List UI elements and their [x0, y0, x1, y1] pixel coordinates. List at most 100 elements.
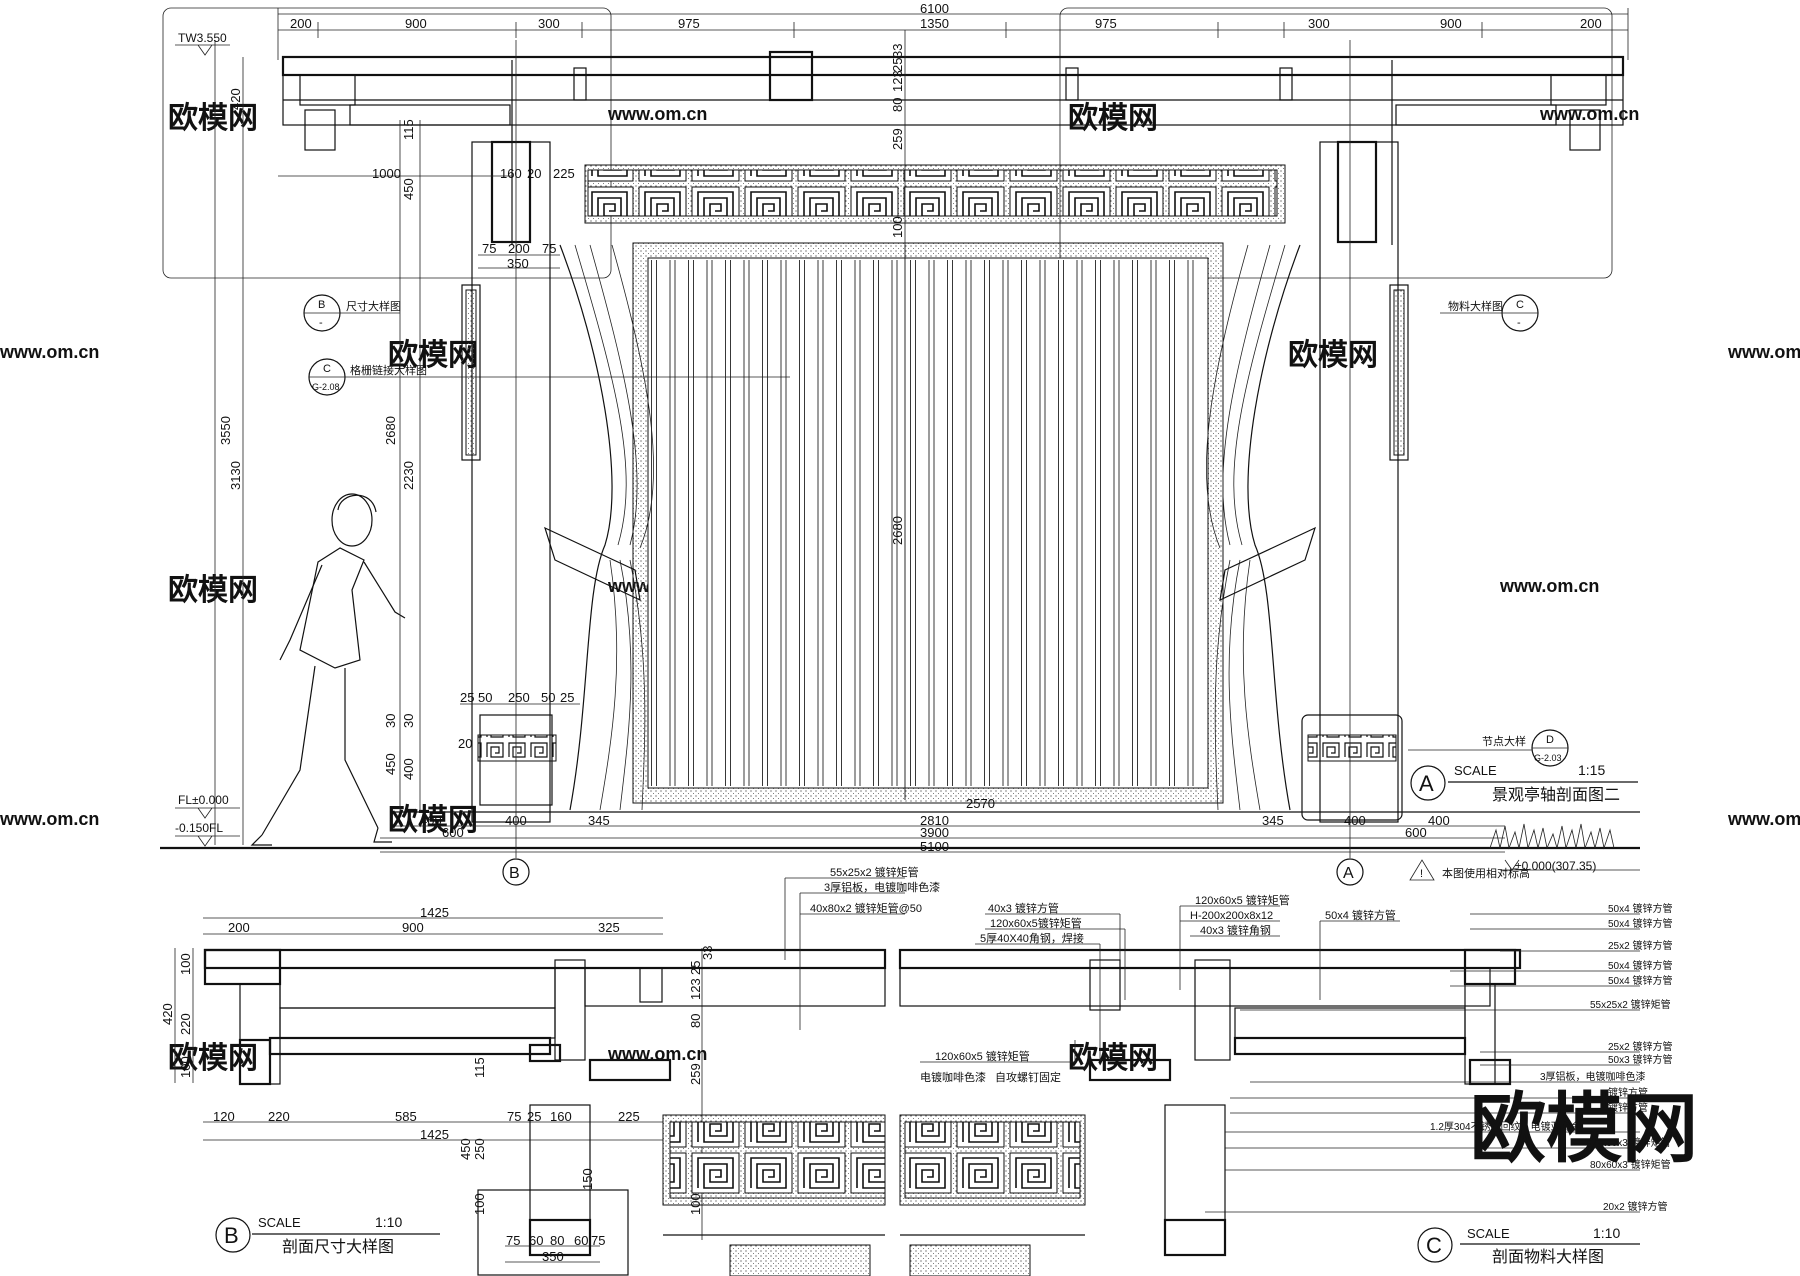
svg-text:25x2 镀锌方管: 25x2 镀锌方管	[1608, 939, 1672, 952]
watermark: 欧模网	[1288, 339, 1378, 372]
main-section-a: 6100 1350 200 900 300 975 975 300 900 20…	[160, 1, 1640, 886]
svg-text:150: 150	[580, 1168, 595, 1190]
svg-text:B: B	[224, 1223, 239, 1248]
svg-text:5厚40X40角钢，焊接: 5厚40X40角钢，焊接	[980, 931, 1084, 945]
svg-text:1:15: 1:15	[1578, 762, 1605, 778]
svg-text:50x4 镀锌方管: 50x4 镀锌方管	[1608, 902, 1672, 915]
watermark-url: www.om.cn	[0, 809, 99, 829]
svg-text:3厚铝板，电镀咖啡色漆: 3厚铝板，电镀咖啡色漆	[1540, 1070, 1646, 1083]
dim: 20	[527, 166, 541, 181]
axis-left: B	[509, 865, 520, 882]
dim-top: 200	[1580, 16, 1602, 31]
dim: 75	[482, 241, 496, 256]
dim-top: 200	[290, 16, 312, 31]
svg-text:-: -	[319, 317, 323, 329]
detail-c-labels-right: 50x4 镀锌方管 50x4 镀锌方管 25x2 镀锌方管 50x4 镀锌方管 …	[1205, 902, 1672, 1213]
svg-text:SCALE: SCALE	[258, 1215, 301, 1230]
human-figure	[250, 493, 406, 846]
dim-v: 3550	[218, 416, 233, 445]
svg-text:50x3 镀锌方管: 50x3 镀锌方管	[1608, 1053, 1672, 1066]
svg-text:SCALE: SCALE	[1467, 1226, 1510, 1241]
dim-v: 2230	[401, 461, 416, 490]
svg-text:40x80x2 镀锌矩管@50: 40x80x2 镀锌矩管@50	[810, 901, 922, 915]
level-low: -0.150FL	[175, 821, 223, 835]
dim: 350	[507, 256, 529, 271]
svg-text:C: C	[323, 363, 331, 375]
svg-text:55x25x2 镀锌矩管: 55x25x2 镀锌矩管	[1590, 998, 1671, 1011]
dim: 400	[1344, 813, 1366, 828]
svg-text:33: 33	[700, 946, 715, 960]
watermark-url: www.om.cn	[1727, 342, 1800, 362]
watermark-url: www.om.cn	[607, 104, 707, 124]
svg-text:75: 75	[506, 1233, 520, 1248]
axis-markers: B A	[502, 40, 1364, 886]
dim-v: 259	[890, 128, 905, 150]
watermark: 欧模网	[168, 1042, 258, 1075]
detail-b-labels: 55x25x2 镀锌矩管 3厚铝板，电镀咖啡色漆 40x80x2 镀锌矩管@50	[784, 865, 940, 1030]
svg-text:100: 100	[178, 1056, 193, 1078]
svg-text:自攻螺钉固定: 自攻螺钉固定	[995, 1070, 1061, 1084]
title-a: A SCALE 1:15 景观亭轴剖面图二	[1410, 762, 1638, 804]
relative-level-note: 本图使用相对标高	[1442, 866, 1530, 880]
dim-total: 6100	[920, 1, 949, 16]
svg-text:50x4 镀锌方管: 50x4 镀锌方管	[1608, 974, 1672, 987]
svg-text:G-2.08: G-2.08	[312, 382, 340, 392]
watermarks: 欧模网 欧模网 欧模网 欧模网 欧模网 欧模网 欧模网 欧模网 欧模网 www.…	[0, 102, 1800, 1075]
bottom-dims: 400 400 345 2810 345 400 400 600 3900 60…	[380, 796, 1505, 854]
svg-text:尺寸大样图: 尺寸大样图	[346, 299, 401, 313]
detail-b: 1425 200 900 325 100 220 420 100 115 450…	[160, 865, 940, 1276]
svg-text:220: 220	[268, 1109, 290, 1124]
dim-top: 300	[538, 16, 560, 31]
svg-text:H-200x200x8x12: H-200x200x8x12	[1190, 910, 1273, 922]
dim-v: 3130	[228, 461, 243, 490]
svg-text:120: 120	[213, 1109, 235, 1124]
dim: 160	[500, 166, 522, 181]
svg-text:80x60x3 镀锌矩管: 80x60x3 镀锌矩管	[1590, 1136, 1671, 1149]
svg-text:420: 420	[160, 1003, 175, 1025]
svg-text:259: 259	[688, 1063, 703, 1085]
dim-top: 900	[1440, 16, 1462, 31]
svg-text:80: 80	[688, 1014, 703, 1028]
dim: 250	[508, 690, 530, 705]
svg-text:120x60x5 镀锌矩管: 120x60x5 镀锌矩管	[935, 1049, 1030, 1063]
svg-text:D: D	[1546, 734, 1554, 746]
watermark: 欧模网	[1068, 102, 1158, 135]
svg-text:40x3 镀锌角钢: 40x3 镀锌角钢	[1200, 923, 1271, 937]
svg-text:格栅链接大样图: 格栅链接大样图	[350, 363, 427, 377]
svg-text:55x25x2 镀锌矩管: 55x25x2 镀锌矩管	[830, 865, 919, 879]
svg-text:75: 75	[591, 1233, 605, 1248]
dim-top: 900	[405, 16, 427, 31]
levels: TW3.550 FL±0.000 -0.150FL ±0.000(307.35)	[175, 31, 1640, 873]
gate-grille	[632, 242, 1224, 804]
dim: 25	[560, 690, 574, 705]
detail-c-labels-center: 120x60x5 镀锌矩管 H-200x200x8x12 40x3 镀锌角钢 5…	[1179, 893, 1400, 1000]
note: ! 本图使用相对标高	[1409, 859, 1530, 881]
detail-b-geometry	[203, 948, 887, 1276]
dim-v: 400	[401, 758, 416, 780]
dim-v: 30	[383, 714, 398, 728]
dim: 400	[420, 813, 442, 828]
dim: 345	[1262, 813, 1284, 828]
svg-text:40x3 镀锌方管: 40x3 镀锌方管	[988, 901, 1059, 915]
svg-text:剖面物料大样图: 剖面物料大样图	[1492, 1248, 1604, 1266]
svg-text:80x60x3 镀锌矩管: 80x60x3 镀锌矩管	[1590, 1158, 1671, 1171]
dim-v: 450	[401, 178, 416, 200]
svg-text:剖面尺寸大样图: 剖面尺寸大样图	[282, 1238, 394, 1256]
dim: 345	[588, 813, 610, 828]
svg-text:1425: 1425	[420, 905, 449, 920]
svg-text:A: A	[1419, 771, 1434, 796]
title-b: B SCALE 1:10 剖面尺寸大样图	[215, 1214, 440, 1256]
svg-text:3厚铝板，电镀咖啡色漆: 3厚铝板，电镀咖啡色漆	[824, 880, 940, 894]
svg-text:C: C	[1516, 299, 1524, 311]
detail-c-geometry	[898, 948, 1522, 1276]
watermark: 欧模网	[388, 804, 478, 837]
dim-v: 2680	[383, 416, 398, 445]
level-fl: FL±0.000	[178, 793, 229, 807]
dim: 2810	[920, 813, 949, 828]
svg-text:100: 100	[472, 1193, 487, 1215]
svg-text:C: C	[1426, 1233, 1442, 1258]
dim: 5100	[920, 839, 949, 854]
svg-text:电镀咖啡色漆: 电镀咖啡色漆	[920, 1070, 986, 1084]
dim: 2570	[966, 796, 995, 811]
